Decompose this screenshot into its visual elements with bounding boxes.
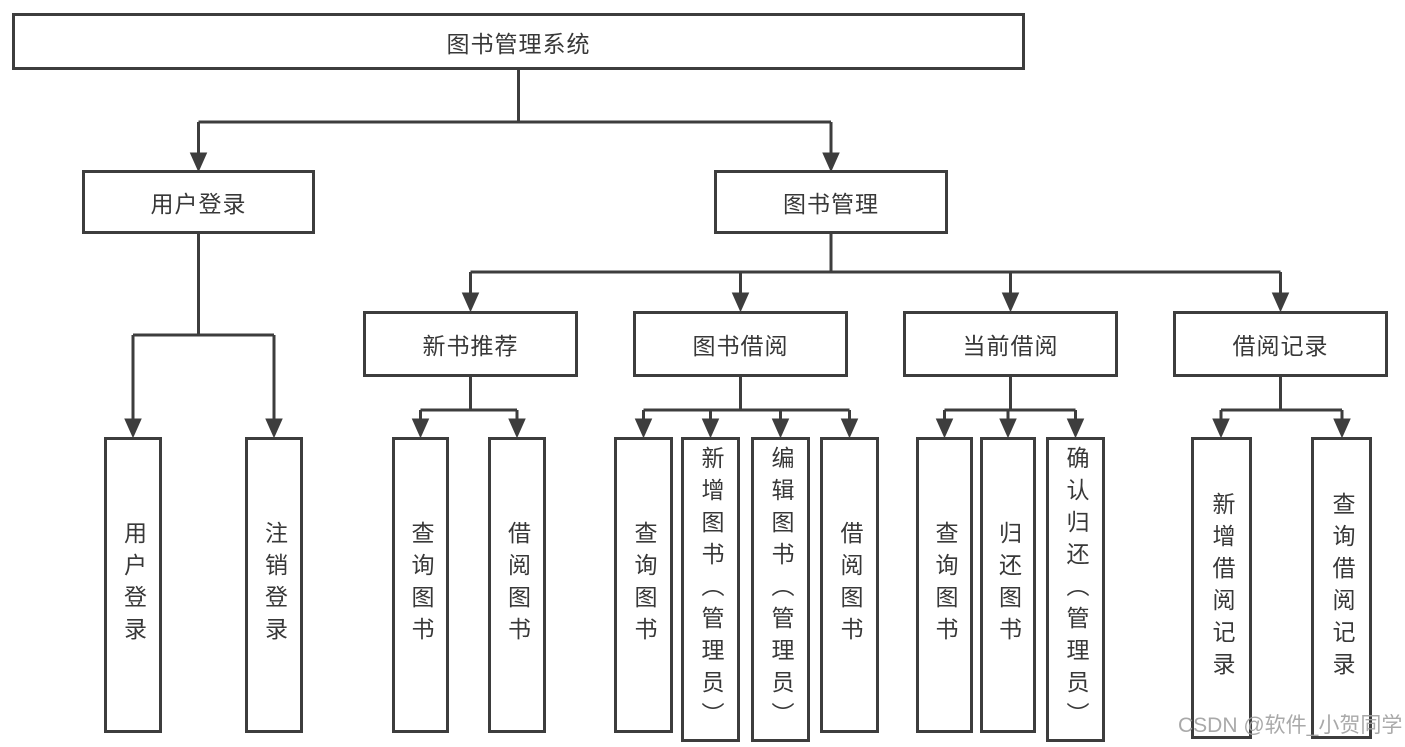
- csdn-watermark: CSDN @软件_小贺同学: [1178, 714, 1403, 737]
- leaf-box-cb-confirm-return-admin: 确认归还（管理员）: [1046, 437, 1105, 742]
- node-box-root: 图书管理系统: [12, 13, 1025, 70]
- connector-borrow-records-to-leaves: [1212, 377, 1351, 439]
- leaf-label-cb-query-book: 查询图书: [932, 521, 958, 649]
- node-label-book-mgmt: 图书管理: [783, 191, 879, 217]
- leaf-box-br-query-record: 查询借阅记录: [1311, 437, 1372, 739]
- connector-root-to-level1: [189, 70, 840, 173]
- node-box-current-borrow: 当前借阅: [903, 311, 1118, 377]
- leaf-label-bb-add-book-admin: 新增图书（管理员）: [698, 445, 724, 734]
- leaf-label-bb-edit-book-admin: 编辑图书（管理员）: [768, 445, 794, 734]
- node-box-book-mgmt: 图书管理: [714, 170, 948, 234]
- node-label-current-borrow: 当前借阅: [962, 333, 1059, 359]
- leaf-label-rec-query-book: 查询图书: [408, 521, 434, 649]
- node-box-borrow-records: 借阅记录: [1173, 311, 1388, 377]
- node-label-book-borrow: 图书借阅: [692, 333, 789, 359]
- leaf-box-rec-borrow-book: 借阅图书: [488, 437, 546, 733]
- leaf-label-logout: 注销登录: [261, 521, 288, 649]
- leaf-label-cb-return-book: 归还图书: [995, 521, 1022, 649]
- leaf-box-bb-borrow-book: 借阅图书: [820, 437, 879, 733]
- node-label-new-book-rec: 新书推荐: [422, 333, 519, 359]
- leaf-label-rec-borrow-book: 借阅图书: [504, 521, 531, 649]
- leaf-box-cb-return-book: 归还图书: [980, 437, 1036, 733]
- leaf-box-logout: 注销登录: [245, 437, 303, 733]
- leaf-box-br-add-record: 新增借阅记录: [1191, 437, 1252, 739]
- leaf-label-cb-confirm-return-admin: 确认归还（管理员）: [1063, 445, 1089, 734]
- node-label-user-login: 用户登录: [150, 191, 247, 217]
- leaf-box-bb-edit-book-admin: 编辑图书（管理员）: [751, 437, 810, 742]
- leaf-label-bb-query-book: 查询图书: [631, 521, 657, 649]
- connector-new-book-to-leaves: [411, 377, 526, 439]
- leaf-box-user-login: 用户登录: [104, 437, 162, 733]
- connector-user-login-to-leaves: [124, 234, 283, 439]
- leaf-label-br-query-record: 查询借阅记录: [1329, 492, 1355, 684]
- leaf-box-bb-add-book-admin: 新增图书（管理员）: [681, 437, 740, 742]
- node-box-book-borrow: 图书借阅: [633, 311, 848, 377]
- node-label-borrow-records: 借阅记录: [1232, 333, 1329, 359]
- connector-book-mgmt-to-level2: [461, 234, 1290, 313]
- node-label-root: 图书管理系统: [446, 30, 591, 57]
- leaf-label-br-add-record: 新增借阅记录: [1209, 492, 1235, 684]
- node-box-new-book-rec: 新书推荐: [363, 311, 578, 377]
- leaf-box-cb-query-book: 查询图书: [916, 437, 973, 733]
- leaf-label-bb-borrow-book: 借阅图书: [837, 521, 863, 649]
- connector-book-borrow-to-leaves: [634, 377, 859, 439]
- leaf-box-rec-query-book: 查询图书: [392, 437, 449, 733]
- leaf-label-user-login: 用户登录: [120, 521, 147, 649]
- connector-current-borrow-to-leaves: [935, 377, 1085, 439]
- node-box-user-login: 用户登录: [82, 170, 315, 234]
- leaf-box-bb-query-book: 查询图书: [614, 437, 673, 733]
